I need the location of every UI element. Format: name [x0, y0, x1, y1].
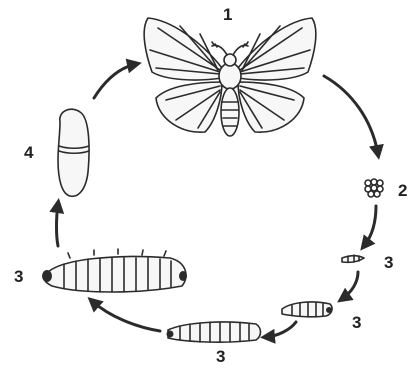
cycle-arrow-icon — [57, 204, 59, 246]
label-cocoon: 4 — [24, 143, 34, 162]
label-larva-small: 3 — [352, 313, 361, 332]
caterpillar-icon — [167, 322, 261, 342]
cycle-arrow-icon — [324, 76, 378, 154]
label-larva-large: 3 — [14, 267, 23, 286]
cycle-arrow-icon — [364, 206, 376, 246]
caterpillar-icon — [42, 249, 187, 292]
eggs-icon — [365, 179, 383, 197]
moth-icon — [144, 18, 316, 136]
caterpillar-icon — [282, 302, 332, 317]
caterpillar-icon — [342, 255, 364, 262]
cycle-arrow-icon — [342, 272, 358, 299]
cycle-arrow-icon — [266, 322, 296, 337]
label-larva-tiny: 3 — [384, 253, 393, 272]
label-eggs: 2 — [398, 181, 407, 200]
cycle-arrow-icon — [94, 64, 136, 98]
cycle-arrow-icon — [92, 301, 160, 331]
label-larva-medium: 3 — [216, 347, 225, 366]
label-moth: 1 — [223, 5, 232, 24]
cocoon-icon — [58, 109, 89, 196]
